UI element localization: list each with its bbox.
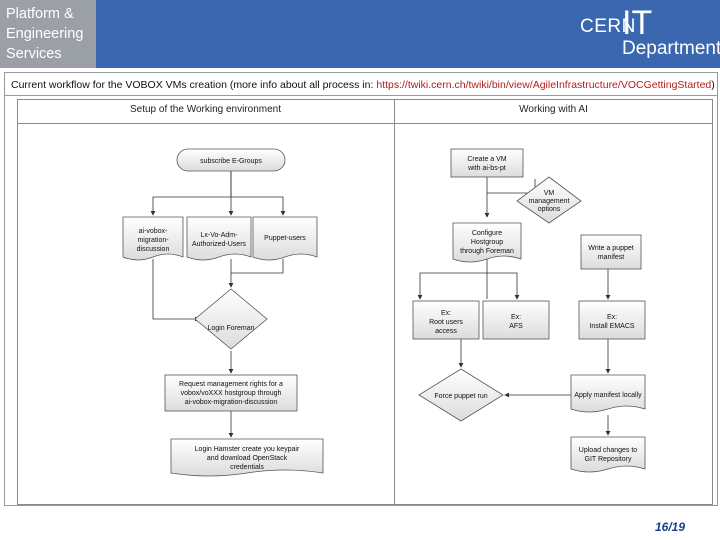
- logo-cern-text: CERN: [580, 16, 636, 37]
- caption-link[interactable]: https://twiki.cern.ch/twiki/bin/view/Agi…: [376, 79, 712, 91]
- swimlane-frame: [17, 99, 713, 505]
- node-label: ai-vobox-: [139, 228, 168, 235]
- node-label: Ex:: [441, 310, 451, 317]
- node-label: management: [529, 198, 570, 205]
- egroup-ai-vobox-node: ai-vobox- migration- discussion: [122, 216, 184, 261]
- node-label: Install EMACS: [589, 323, 634, 330]
- connector: [231, 259, 284, 274]
- connectors-left: [150, 169, 286, 438]
- node-label: AFS: [509, 323, 523, 330]
- vm-management-options-decision: VM management options: [516, 176, 582, 224]
- lane-title-working-with-ai: Working with AI: [519, 104, 588, 115]
- workflow-figure: Current workflow for the VOBOX VMs creat…: [4, 72, 718, 506]
- node-label: with ai-bs-pt: [467, 165, 506, 172]
- force-puppet-run-decision: Force puppet run: [418, 368, 504, 422]
- configure-hostgroup-node: Configure Hostgroup through Foreman: [452, 222, 522, 263]
- brand-box: Platform & Engineering Services: [0, 0, 96, 68]
- node-label: Ex:: [607, 314, 617, 321]
- node-label: Apply manifest locally: [574, 392, 642, 399]
- node-label: credentials: [230, 464, 264, 471]
- slide-header: Platform & Engineering Services CERN IT …: [0, 0, 720, 68]
- node-label: subscribe E-Groups: [200, 158, 262, 165]
- connector: [150, 169, 232, 216]
- node-label: Hostgroup: [471, 239, 503, 246]
- install-emacs-node: Ex: Install EMACS: [578, 300, 646, 340]
- node-label: and download OpenStack: [207, 455, 288, 462]
- node-label: manifest: [598, 254, 625, 261]
- node-label: Root users: [429, 319, 463, 326]
- connector: [152, 259, 200, 322]
- node-label: Write a puppet: [588, 245, 633, 252]
- egroup-puppet-users-node: Puppet-users: [252, 216, 318, 261]
- caption-suffix: ): [711, 79, 715, 91]
- create-vm-node: Create a VM with ai-bs-pt: [450, 148, 524, 178]
- node-label: Configure: [472, 230, 502, 237]
- subscribe-egroups-node: subscribe E-Groups: [176, 148, 286, 172]
- swimlane-header-rule: [17, 123, 712, 124]
- connector: [487, 179, 536, 194]
- upload-git-node: Upload changes to GIT Repository: [570, 436, 646, 473]
- connector: [417, 259, 488, 300]
- node-label: Puppet-users: [264, 235, 306, 242]
- node-label: migration-: [137, 237, 169, 244]
- caption-rule: [5, 95, 717, 96]
- node-label: Login Foreman: [207, 325, 254, 332]
- node-label: GIT Repository: [585, 456, 632, 463]
- figure-caption: Current workflow for the VOBOX VMs creat…: [11, 79, 715, 91]
- page-number: 16/19: [655, 520, 686, 534]
- login-foreman-decision: Login Foreman: [194, 288, 268, 350]
- request-rights-node: Request management rights for a vobox/vo…: [164, 374, 298, 412]
- connector: [487, 272, 520, 300]
- node-label: Upload changes to: [579, 447, 637, 454]
- node-label: access: [435, 328, 457, 335]
- node-label: Login Hamster create you keypair: [195, 446, 300, 453]
- logo-department-text: Department: [622, 38, 720, 59]
- write-puppet-manifest-node: Write a puppet manifest: [580, 234, 642, 270]
- logo-it-text: IT: [622, 4, 653, 42]
- flowchart-canvas: subscribe E-Groups ai-vobox- migration- …: [122, 148, 646, 477]
- root-users-access-node: Ex: Root users access: [412, 300, 480, 340]
- node-label: Authorized-Users: [192, 241, 247, 248]
- afs-node: Ex: AFS: [482, 300, 550, 340]
- node-label: discussion: [137, 246, 170, 253]
- node-label: Force puppet run: [434, 393, 487, 400]
- egroup-lxvoadm-node: Lx-Vo-Adm- Authorized-Users: [186, 216, 252, 261]
- swimlane-divider: [394, 99, 395, 504]
- cern-it-logo: CERN IT Department: [580, 4, 720, 59]
- node-label: VM: [544, 190, 555, 197]
- node-label: Create a VM: [467, 156, 506, 163]
- node-label: options: [538, 206, 561, 213]
- node-label: Request management rights for a: [179, 381, 283, 388]
- node-label: through Foreman: [460, 248, 514, 255]
- login-hamster-node: Login Hamster create you keypair and dow…: [170, 438, 324, 477]
- apply-manifest-node: Apply manifest locally: [570, 374, 646, 413]
- node-label: Lx-Vo-Adm-: [201, 232, 239, 239]
- brand-text: Platform & Engineering Services: [6, 6, 84, 62]
- connector: [231, 196, 286, 216]
- caption-prefix: Current workflow for the VOBOX VMs creat…: [11, 79, 377, 91]
- lane-title-setup: Setup of the Working environment: [129, 104, 281, 115]
- node-label: ai-vobox-migration-discussion: [185, 399, 278, 406]
- node-label: vobox/voXXX hostgroup through: [181, 390, 282, 397]
- connectors-right: [417, 177, 611, 436]
- node-label: Ex:: [511, 314, 521, 321]
